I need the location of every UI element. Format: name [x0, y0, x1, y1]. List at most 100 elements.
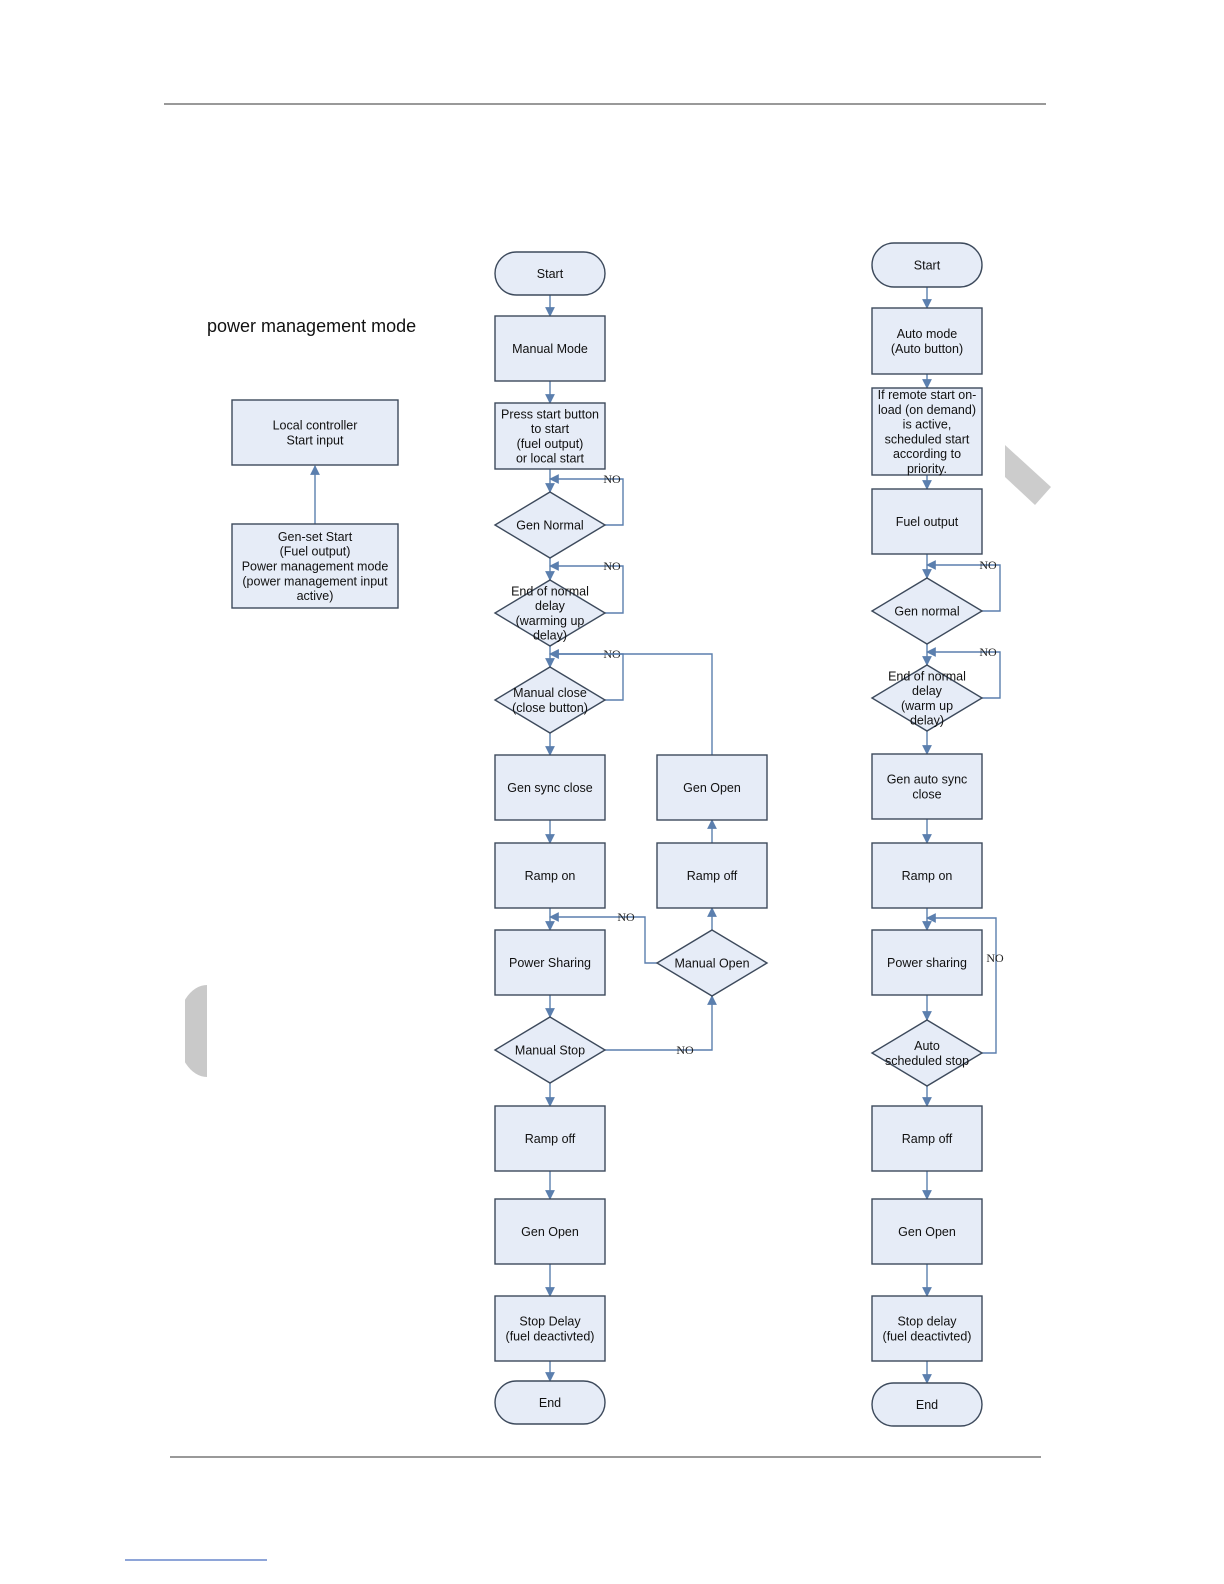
node-m-manual: Manual Mode	[494, 315, 606, 382]
node-label-line: (Fuel output)	[280, 545, 351, 559]
node-m-powersharing: Power Sharing	[494, 929, 606, 996]
node-m-gennormal: Gen Normal	[493, 491, 607, 559]
decision-shape	[870, 664, 984, 732]
node-label-line: (Auto button)	[891, 342, 963, 356]
section-title: power management mode	[207, 316, 417, 336]
node-label-line: Start	[914, 259, 941, 273]
edge-a_autostop-to-a_powersharing	[926, 913, 997, 1054]
node-pm-genset: Gen-set Start(Fuel output)Power manageme…	[231, 523, 399, 609]
decision-shape	[870, 1019, 984, 1087]
node-label-line: Gen sync close	[507, 781, 593, 795]
node-label-line: delay)	[533, 629, 567, 643]
edge-label-no: NO	[986, 951, 1004, 965]
rect-shape	[494, 929, 606, 996]
node-m-manualstop: Manual Stop	[493, 1016, 607, 1084]
decision-shape	[493, 579, 607, 647]
rect-shape	[494, 842, 606, 909]
node-a-rampon: Ramp on	[871, 842, 983, 909]
edge-m_endnormal-to-m_endnormal	[549, 561, 624, 614]
node-label-line: End	[539, 1396, 561, 1410]
edge-label-no: NO	[617, 910, 635, 924]
terminal-shape	[871, 242, 983, 288]
node-m-manualclose: Manual close(close button)	[493, 666, 607, 734]
node-label-line: Power management mode	[242, 560, 389, 574]
node-label-line: Press start button	[501, 407, 599, 421]
edge-label-no: NO	[603, 472, 621, 486]
node-label-line: active)	[297, 589, 334, 603]
edge-m_manualstop-to-m_manualopen	[605, 995, 717, 1051]
terminal-shape	[494, 251, 606, 296]
terminal-shape	[871, 1382, 983, 1427]
node-a-gennormal: Gen normal	[870, 577, 984, 645]
rect-shape	[871, 488, 983, 555]
rect-shape	[494, 1105, 606, 1172]
node-label-line: Local controller	[273, 419, 358, 433]
node-label-line: Gen auto sync	[887, 773, 968, 787]
node-label-line: Gen Open	[521, 1225, 579, 1239]
node-a-end: End	[871, 1382, 983, 1427]
node-label-line: Gen Open	[898, 1225, 956, 1239]
rect-shape	[494, 754, 606, 821]
node-label-line: Gen Open	[683, 781, 741, 795]
node-label-line: delay	[535, 599, 566, 613]
node-label-line: load (on demand)	[878, 403, 976, 417]
rect-shape	[656, 754, 768, 821]
node-label-line: Power Sharing	[509, 956, 591, 970]
edge-label-no: NO	[979, 558, 997, 572]
edge-m_gennormal-to-m_gennormal	[549, 474, 624, 526]
node-a-rampoff: Ramp off	[871, 1105, 983, 1172]
node-m-stopdelay: Stop Delay(fuel deactivted)	[494, 1295, 606, 1362]
node-label-line: Start input	[287, 434, 345, 448]
node-m-genopen2: Gen Open	[656, 754, 768, 821]
node-label-line: Ramp on	[902, 869, 953, 883]
node-m-start: Start	[494, 251, 606, 296]
node-m-rampoff2: Ramp off	[656, 842, 768, 909]
node-label-line: Start	[537, 267, 564, 281]
rect-shape	[871, 929, 983, 996]
node-label-line: according to	[893, 447, 961, 461]
decision-shape	[655, 929, 769, 997]
rect-shape	[231, 399, 399, 466]
decision-shape	[870, 577, 984, 645]
node-label-line: Manual Open	[674, 957, 749, 971]
node-label-line: (fuel output)	[517, 437, 584, 451]
edge-label-no: NO	[676, 1043, 694, 1057]
rect-shape	[871, 307, 983, 375]
node-m-rampoff: Ramp off	[494, 1105, 606, 1172]
node-a-fuel: Fuel output	[871, 488, 983, 555]
node-label-line: Ramp off	[902, 1132, 953, 1146]
node-a-start: Start	[871, 242, 983, 288]
node-label-line: delay)	[910, 714, 944, 728]
node-label-line: Gen Normal	[516, 519, 583, 533]
node-m-syncclose: Gen sync close	[494, 754, 606, 821]
node-label-line: priority.	[907, 462, 947, 476]
rect-shape	[656, 842, 768, 909]
decision-shape	[493, 1016, 607, 1084]
rect-shape	[871, 1198, 983, 1265]
rect-shape	[871, 842, 983, 909]
node-label-line: (power management input	[242, 574, 388, 588]
node-label-line: Ramp on	[525, 869, 576, 883]
node-label-line: Power sharing	[887, 956, 967, 970]
node-label-line: close	[912, 787, 941, 801]
rect-shape	[871, 1105, 983, 1172]
node-label-line: Manual Mode	[512, 342, 588, 356]
node-label-line: (close button)	[512, 701, 588, 715]
edge-m_genopen2-to-m_manualclose	[549, 649, 713, 755]
terminal-shape	[494, 1380, 606, 1425]
node-a-remote: If remote start on-load (on demand)is ac…	[871, 387, 983, 476]
edge-label-no: NO	[603, 559, 621, 573]
edge-a_gennormal-to-a_gennormal	[926, 560, 1001, 612]
node-label-line: (fuel deactivted)	[506, 1329, 595, 1343]
node-label-line: End of normal	[511, 584, 589, 598]
rect-shape	[871, 387, 983, 476]
rect-shape	[494, 402, 606, 470]
node-label-line: Ramp off	[525, 1132, 576, 1146]
node-label-line: Manual close	[513, 686, 587, 700]
